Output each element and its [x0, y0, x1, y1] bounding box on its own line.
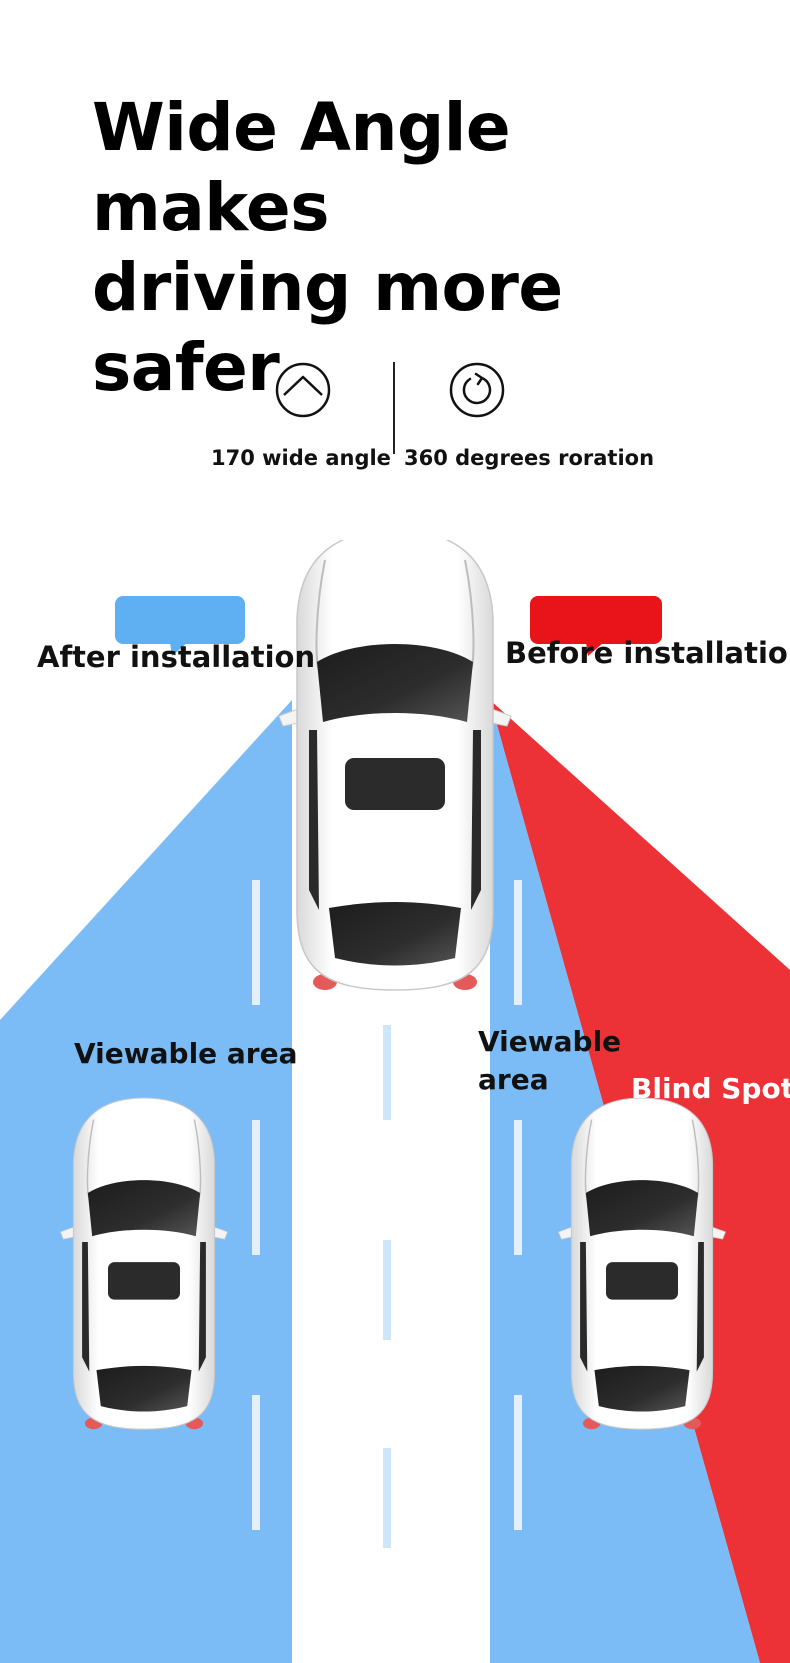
wide-angle-icon [275, 362, 331, 418]
car-roof-text: Af [376, 812, 408, 828]
right-car [557, 1097, 727, 1430]
blind-spot-label: Blind Spot [631, 1072, 790, 1105]
feature-label-wide-angle: 170 wide angle [211, 446, 391, 470]
rotation-icon [449, 362, 505, 418]
after-installation-label: After installation [37, 640, 316, 674]
before-installation-label: Before installation [505, 636, 790, 670]
feature-label-rotation: 360 degrees roration [404, 446, 655, 470]
viewable-area-right-label: Viewable area [478, 1025, 622, 1096]
headline: Wide Angle makes driving more safer [92, 88, 732, 408]
viewable-area-left-label: Viewable area [74, 1037, 298, 1070]
before-installation-bubble [530, 596, 662, 656]
feature-divider [393, 362, 395, 454]
lane-markings [252, 880, 522, 1548]
headline-line-1: Wide Angle makes [92, 89, 511, 246]
center-car [278, 540, 512, 991]
road-scene [0, 540, 790, 1663]
after-installation-bubble [115, 596, 245, 656]
left-car [59, 1097, 229, 1430]
headline-line-2: driving more safer [92, 249, 563, 406]
